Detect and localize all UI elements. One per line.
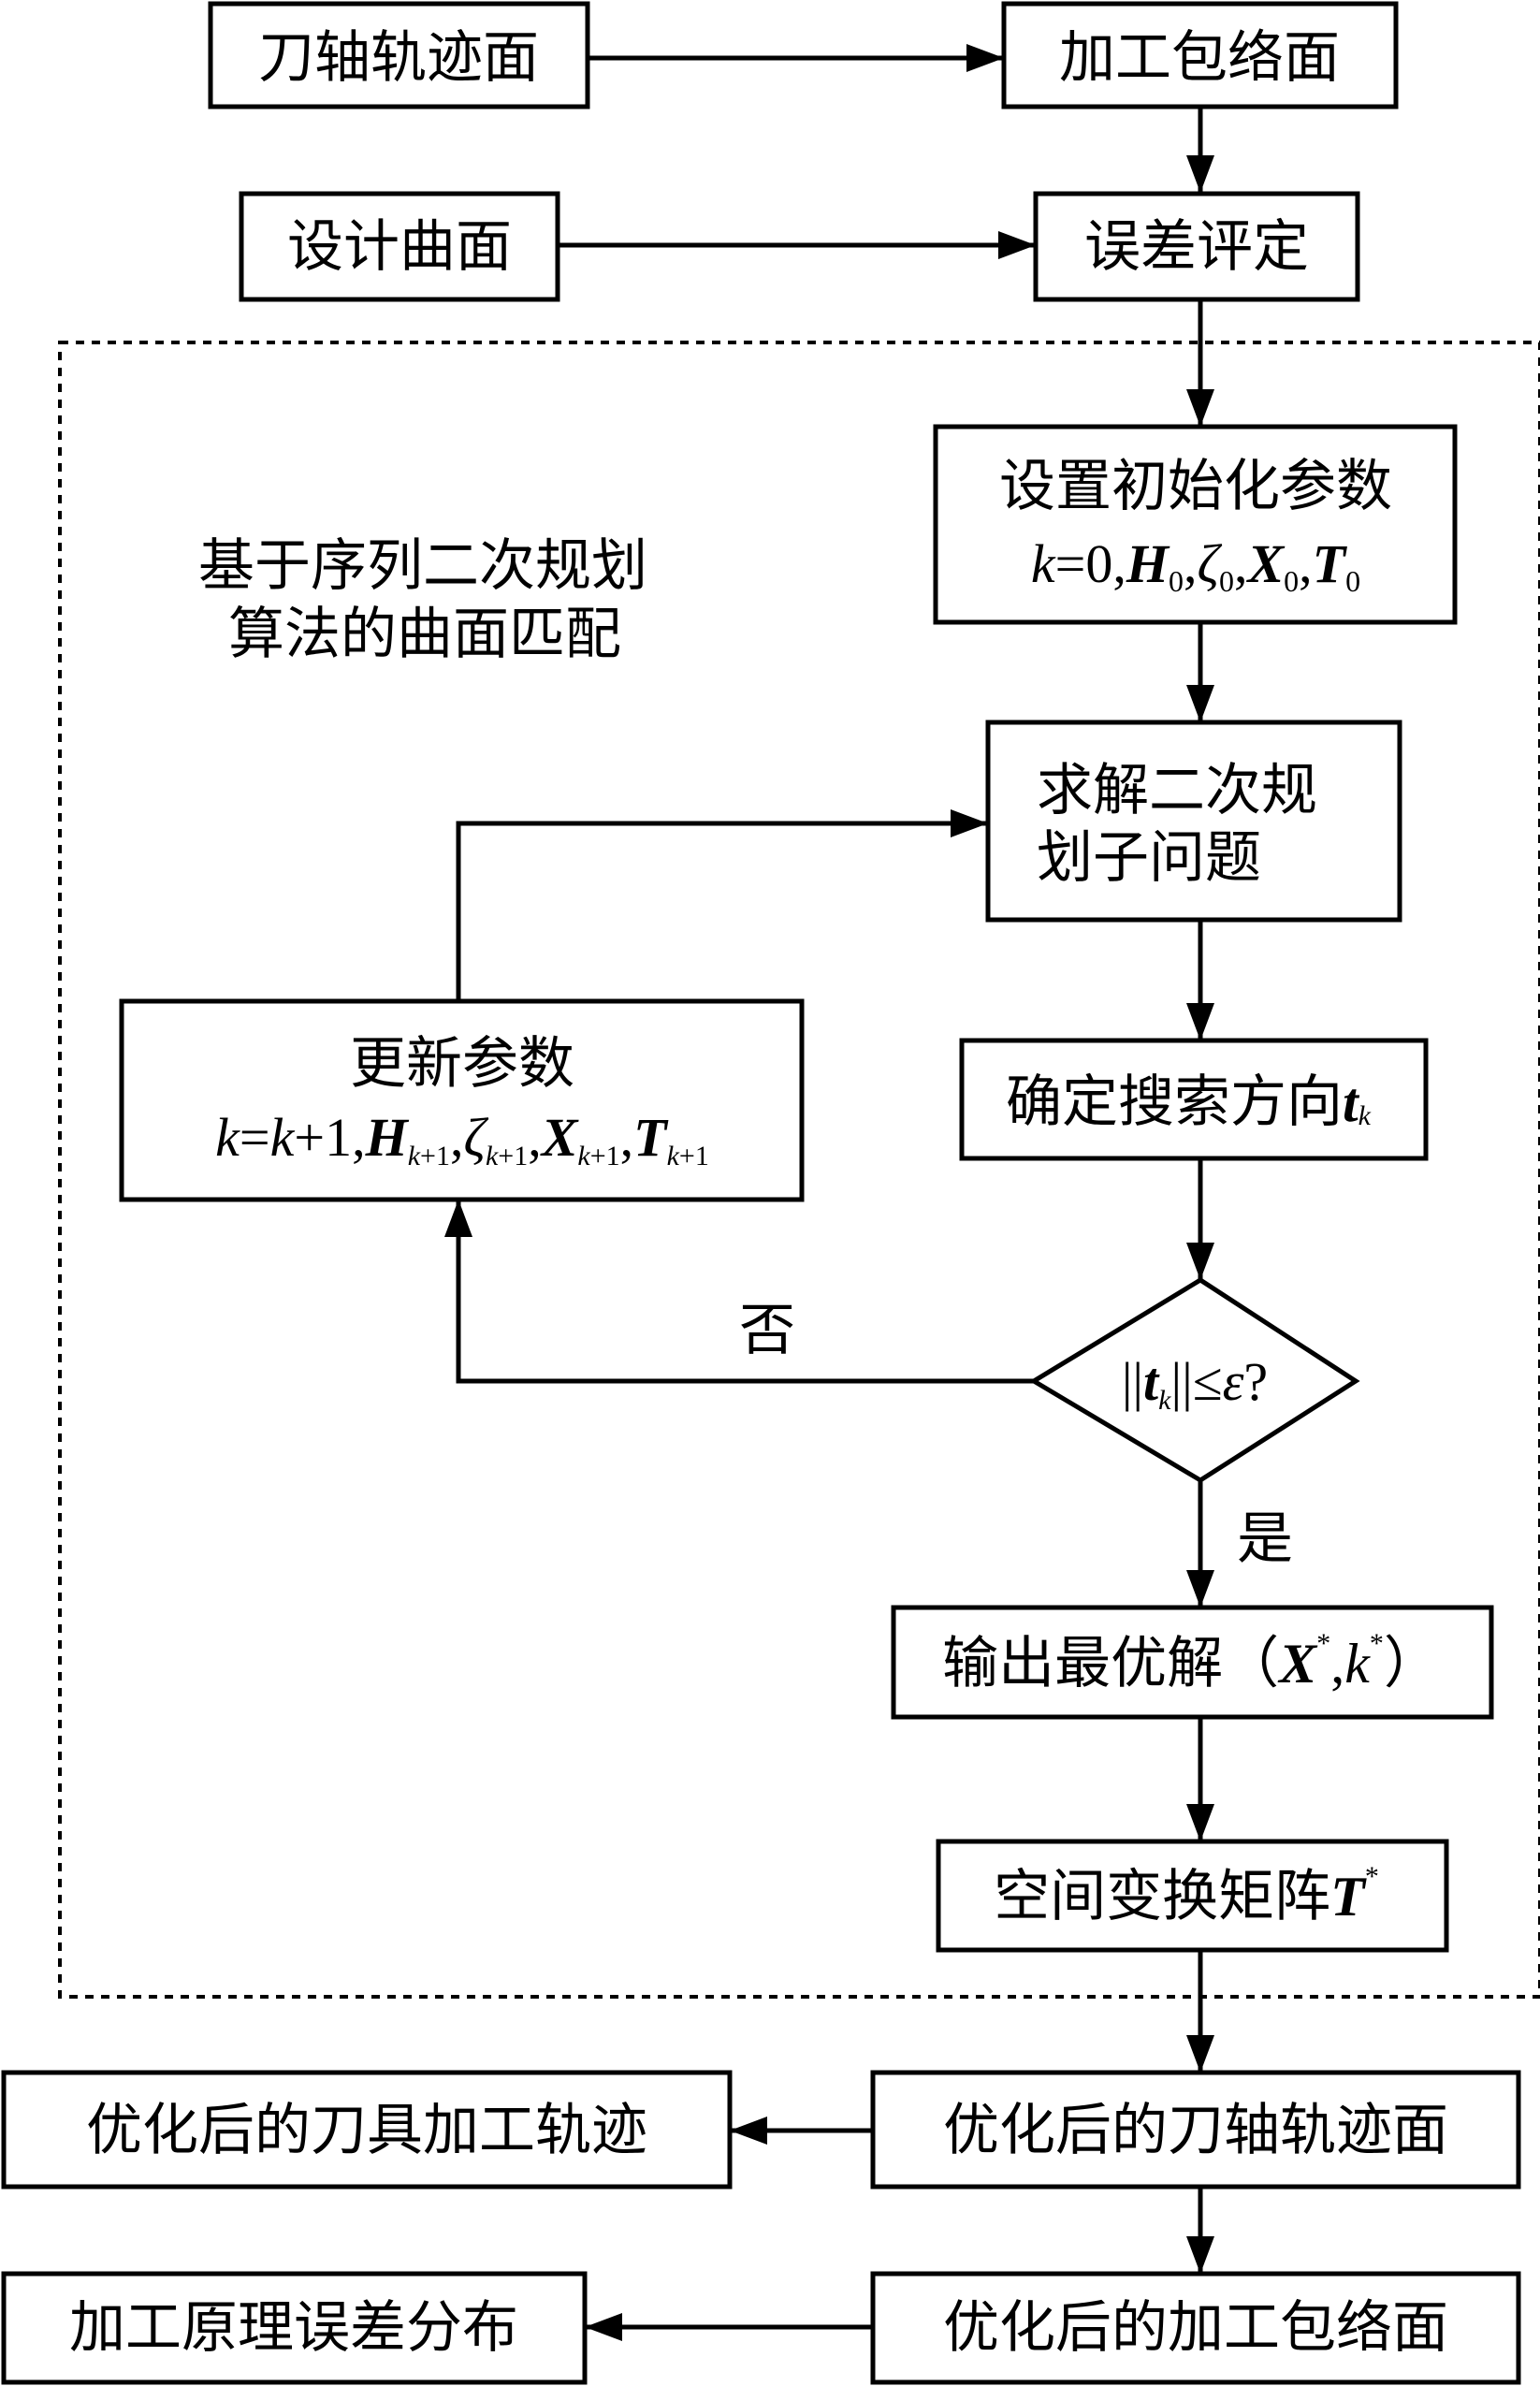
transform-matrix-label: 空间变换矩阵T* <box>994 1861 1379 1930</box>
error-evaluation-label: 误差评定 <box>1084 214 1309 280</box>
init-params-label: 设置初始化参数 <box>999 454 1392 519</box>
convergence-check-label: ||tk||≤ε? <box>1122 1351 1268 1416</box>
optimized-tool-path-box <box>1 2070 733 2190</box>
update-params-formula: k=k+1,Hk+1,ζk+1,Xk+1,Tk+1 <box>215 1107 709 1171</box>
optimized-envelope-label: 优化后的加工包络面 <box>943 2295 1448 2361</box>
design-surface-box <box>239 191 560 302</box>
error-distribution-box <box>1 2271 588 2385</box>
search-direction-label: 确定搜索方向tk <box>1006 1069 1372 1135</box>
search-direction-box <box>959 1038 1429 1161</box>
edge-update-to-solve <box>456 809 988 1001</box>
transform-matrix-box <box>936 1839 1449 1953</box>
solve-qp-label-line2: 划子问题 <box>1037 825 1261 891</box>
edge-check-no-to-update <box>444 1200 1034 1384</box>
update-params-box <box>119 998 805 1202</box>
tool-axis-surface-box <box>208 1 590 109</box>
init-params-box <box>933 424 1458 625</box>
optimized-tool-axis-surface-label: 优化后的刀轴轨迹面 <box>943 2098 1448 2163</box>
design-surface-label: 设计曲面 <box>287 214 512 280</box>
search-direction-text: 确定搜索方向 <box>1006 1069 1343 1135</box>
error-distribution-label: 加工原理误差分布 <box>69 2295 518 2361</box>
solve-qp-label-line1: 求解二次规 <box>1037 758 1317 823</box>
output-optimal-label: 输出最优解（X*,k*） <box>942 1628 1440 1697</box>
region-label-line2: 算法的曲面匹配 <box>228 602 621 667</box>
update-params-label: 更新参数 <box>350 1031 574 1097</box>
convergence-check-diamond <box>1029 1277 1360 1483</box>
region-label-line1: 基于序列二次规划 <box>198 533 647 599</box>
output-optimal-box <box>891 1605 1494 1720</box>
machining-envelope-box <box>1001 1 1399 109</box>
edge-label-yes: 是 <box>1237 1506 1293 1572</box>
error-evaluation-box <box>1033 191 1360 302</box>
optimized-envelope-box <box>870 2271 1521 2385</box>
sqp-region-frame <box>58 341 1540 1999</box>
optimized-tool-axis-surface-box <box>870 2070 1521 2190</box>
tool-axis-surface-label: 刀轴轨迹面 <box>258 25 539 91</box>
edge-label-no: 否 <box>739 1298 795 1363</box>
optimized-tool-path-label: 优化后的刀具加工轨迹 <box>86 2098 647 2163</box>
init-params-formula: k=0,H0,ζ0,X0,T0 <box>1031 533 1360 598</box>
machining-envelope-label: 加工包络面 <box>1059 25 1340 91</box>
solve-qp-box <box>985 720 1402 923</box>
